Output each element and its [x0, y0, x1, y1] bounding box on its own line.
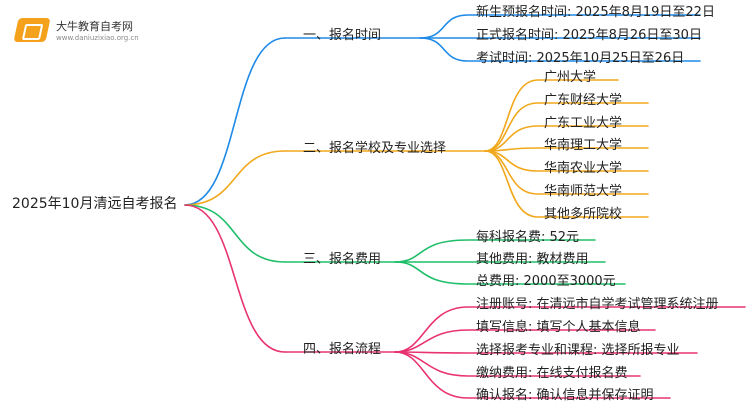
branch-1-label: 一、报名时间 [303, 28, 382, 43]
branch-3-item: 其他费用: 教材费用 [476, 252, 589, 267]
branch-2-item: 广东工业大学 [544, 116, 623, 131]
branch-4-item: 选择报考专业和课程: 选择所报专业 [476, 343, 680, 358]
branch-4-item: 确认报名: 确认信息并保存证明 [476, 388, 654, 403]
branch-2-item: 其他多所院校 [544, 207, 623, 222]
branch-2-item: 华南农业大学 [544, 161, 623, 176]
branch-2-item: 华南师范大学 [544, 184, 623, 199]
branch-4-item: 缴纳费用: 在线支付报名费 [476, 366, 628, 381]
branch-3-label: 三、报名费用 [303, 252, 382, 267]
branch-3-item: 总费用: 2000至3000元 [476, 274, 616, 289]
root-node: 2025年10月清远自考报名 [12, 196, 178, 212]
branch-1-item: 新生预报名时间: 2025年8月19日至22日 [476, 5, 715, 20]
branch-4-item: 填写信息: 填写个人基本信息 [476, 320, 641, 335]
branch-2-item: 华南理工大学 [544, 138, 623, 153]
branch-3-item: 每科报名费: 52元 [476, 230, 580, 245]
branch-2-label: 二、报名学校及专业选择 [303, 141, 447, 156]
logo-name: 大牛教育自考网 [56, 20, 133, 33]
branch-2-item: 广州大学 [544, 70, 597, 85]
connectors-branch-2 [184, 79, 649, 218]
branch-1-item: 正式报名时间: 2025年8月26日至30日 [476, 28, 702, 43]
connectors-branch-3 [184, 204, 626, 285]
branch-4-item: 注册账号: 在清远市自学考试管理系统注册 [476, 297, 719, 312]
branch-4-label: 四、报名流程 [303, 342, 382, 357]
logo-url: www.daniuzixiao.org.cn [56, 34, 139, 42]
branch-1-item: 考试时间: 2025年10月25日至26日 [476, 51, 685, 66]
site-logo: 大牛教育自考网 www.daniuzixiao.org.cn [10, 12, 160, 48]
connectors-branch-4 [184, 204, 746, 399]
branch-2-item: 广东财经大学 [544, 93, 623, 108]
book-icon [13, 18, 51, 42]
connectors-branch-1 [184, 14, 701, 206]
